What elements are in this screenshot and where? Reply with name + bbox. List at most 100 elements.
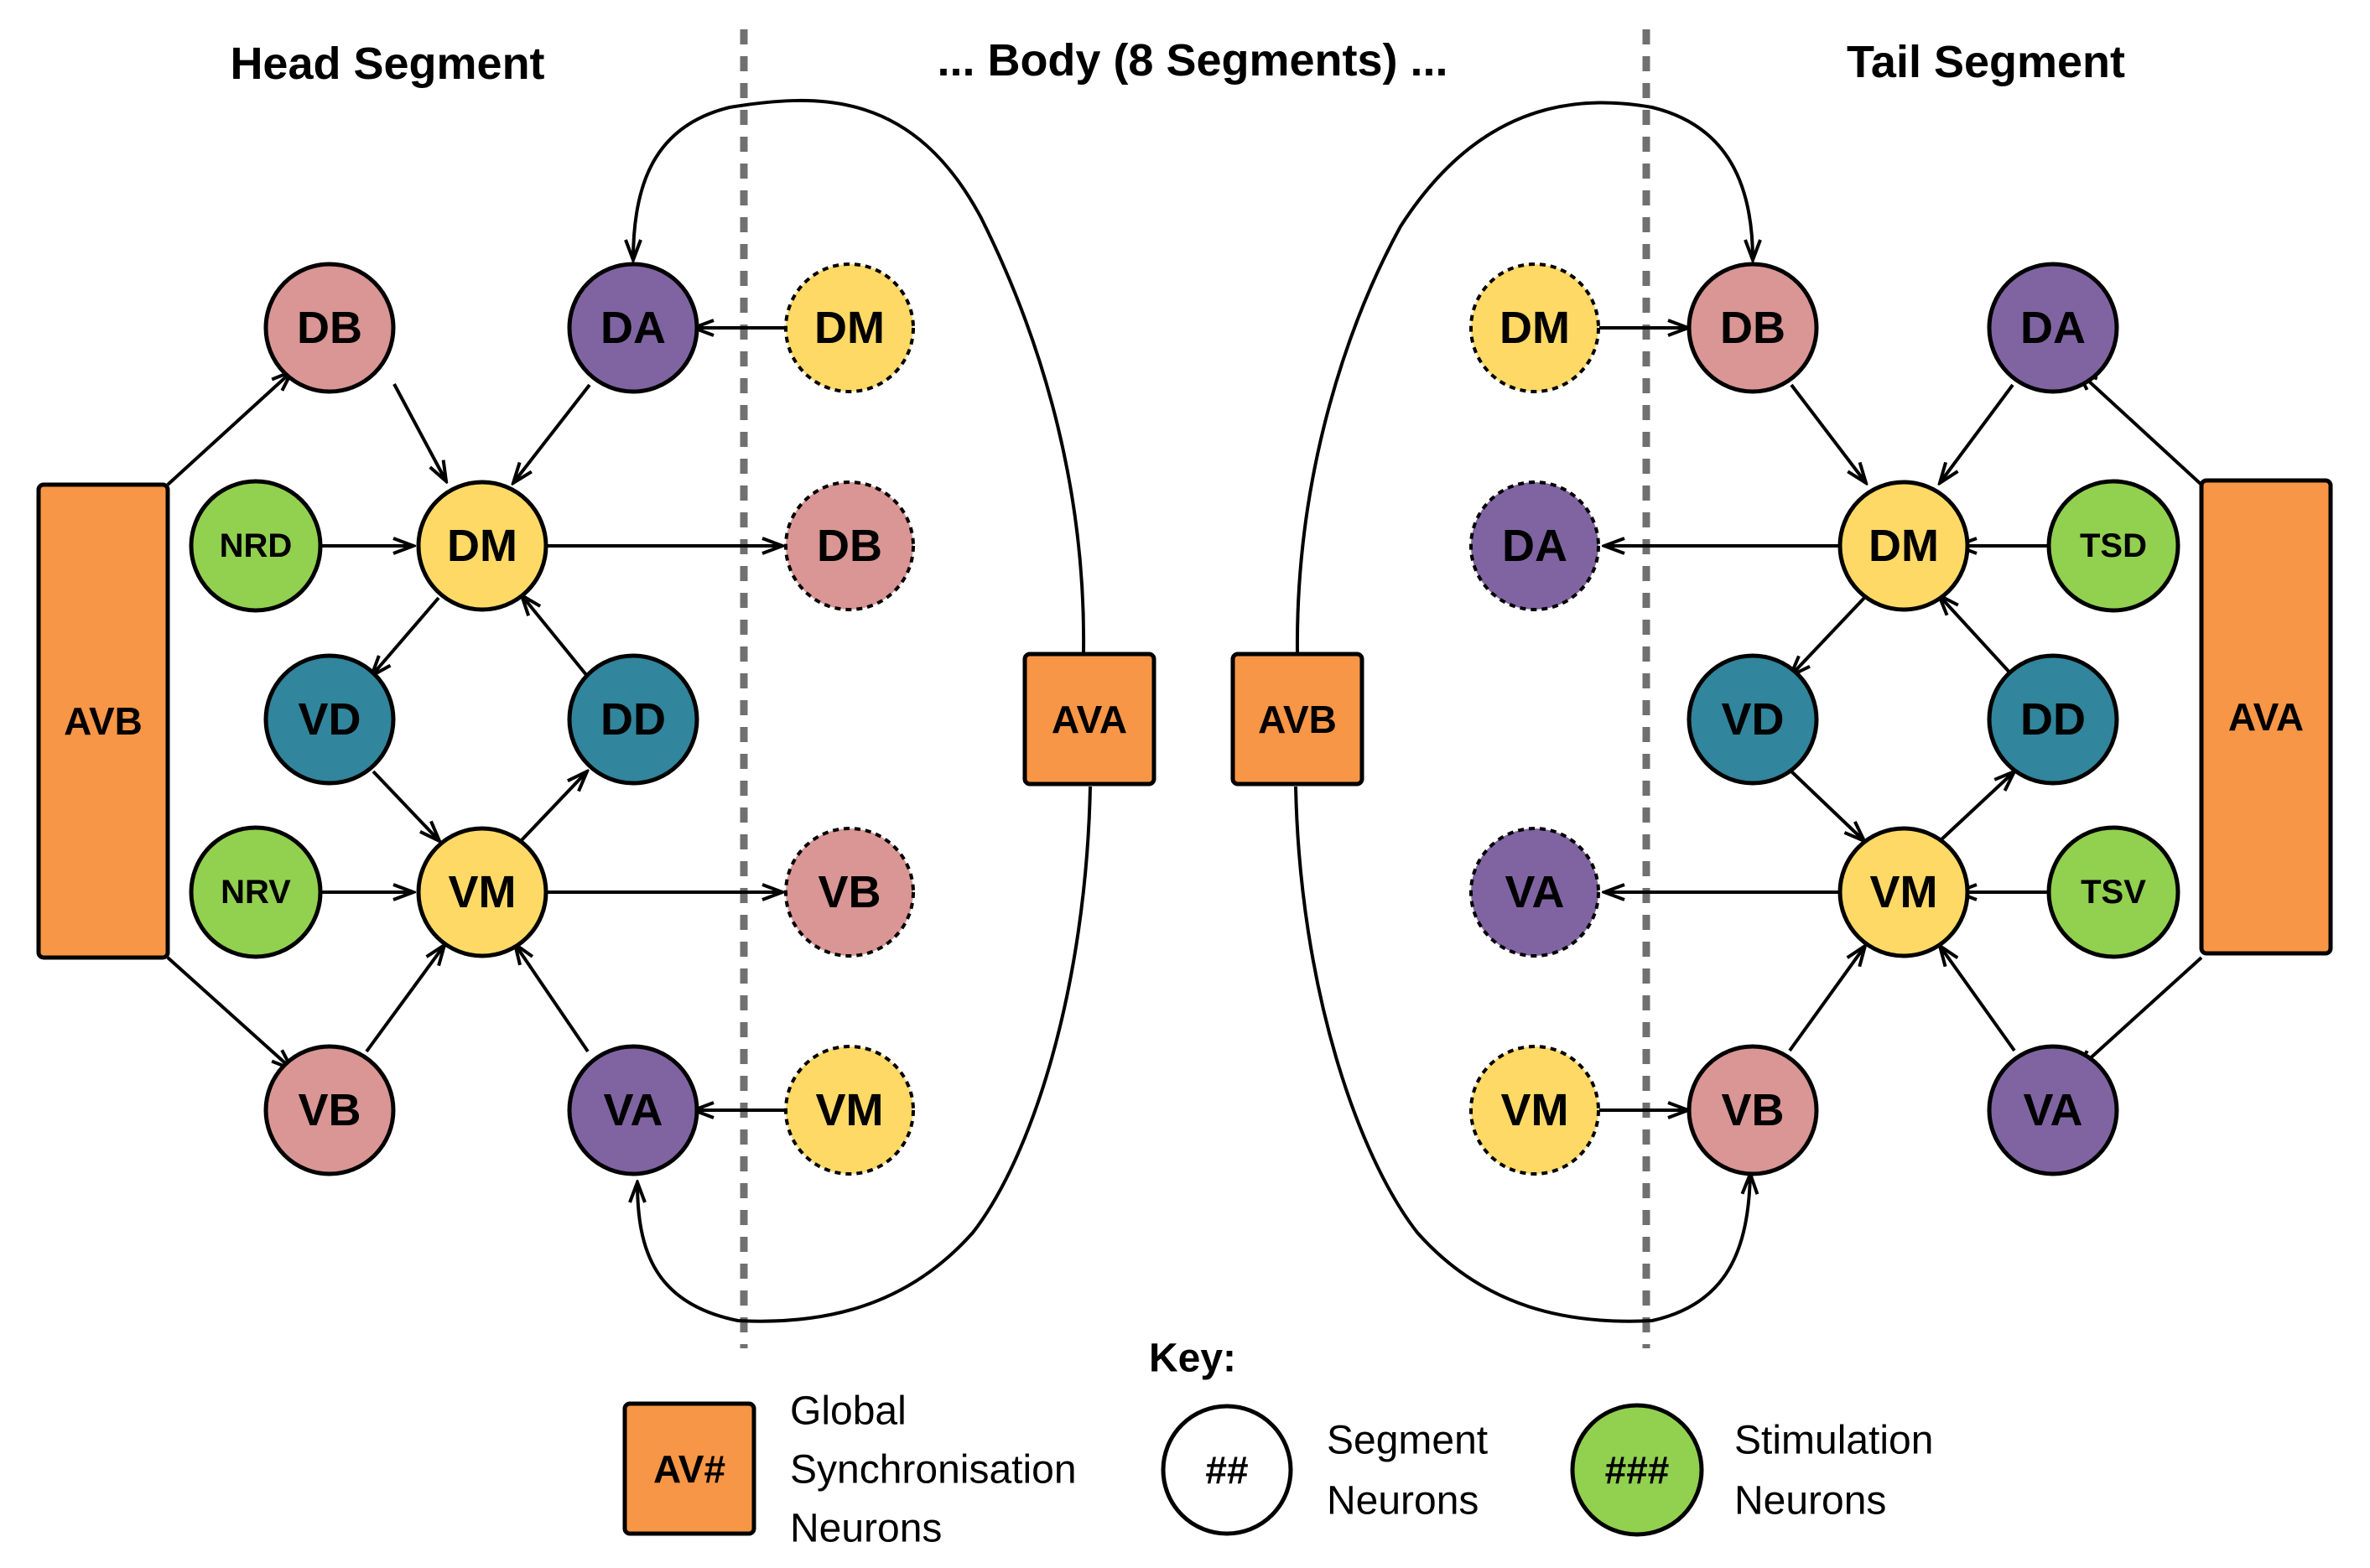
tail-dm-label: DM — [1868, 521, 1939, 571]
head-body-vb-label: VB — [818, 867, 881, 917]
edge-vb-vm — [365, 945, 444, 1053]
head-va-node — [567, 1044, 699, 1176]
key-stim-line1: Stimulation — [1734, 1419, 1933, 1463]
head-body-vm-label: VM — [816, 1085, 884, 1135]
tail-edges — [1294, 101, 2203, 1323]
tail-da-label: DA — [2020, 303, 2086, 353]
edge-vd-vm — [372, 770, 439, 841]
tail-da-node — [1987, 262, 2119, 394]
head-nrv-node — [189, 825, 323, 959]
edge-va-vm — [515, 944, 590, 1053]
edge-vb-vm-t — [1788, 946, 1865, 1052]
body-avb-box — [1230, 652, 1364, 787]
edge-avb-db-t — [1295, 101, 1753, 653]
key-stim-symbol-circle — [1570, 1403, 1704, 1537]
edge-da-dm-t — [1940, 383, 2014, 483]
key-segment-symbol: ## — [1205, 1448, 1248, 1492]
head-dd-node — [567, 653, 699, 786]
edge-da-dm — [513, 383, 591, 483]
edge-avb-db — [166, 371, 292, 486]
head-dm-label: DM — [447, 521, 517, 571]
body-ava-box — [1022, 652, 1156, 787]
key-global-line3: Neurons — [790, 1507, 942, 1551]
edge-avb-vb-t — [1294, 786, 1750, 1323]
edge-dm-vd — [372, 596, 440, 676]
head-body-db-node — [784, 480, 915, 611]
key-global-symbol-box — [622, 1401, 756, 1536]
key-global-line2: Synchronisation — [790, 1448, 1077, 1493]
edge-db-dm — [392, 383, 446, 481]
edge-vd-vm-t — [1790, 770, 1864, 841]
legend: Key: AV# Global Synchronisation Neurons … — [622, 1337, 1933, 1551]
key-title: Key: — [1149, 1337, 1236, 1381]
tail-va-label: VA — [2023, 1085, 2082, 1135]
tail-body-dm-label: DM — [1499, 303, 1570, 353]
head-body-vb-node — [784, 827, 915, 958]
edge-ava-da — [633, 98, 1086, 653]
edge-ava-va — [637, 786, 1092, 1323]
edge-vm-dd — [519, 771, 587, 843]
tail-va-node — [1987, 1044, 2119, 1176]
edge-ava-da-t — [2077, 371, 2203, 486]
tail-dd-node — [1987, 653, 2119, 786]
head-body-db-label: DB — [817, 521, 882, 571]
tail-vb-node — [1687, 1044, 1819, 1176]
head-vd-node — [263, 653, 396, 786]
tail-body-va-label: VA — [1505, 867, 1564, 917]
head-va-label: VA — [603, 1085, 663, 1135]
tail-tsd-node — [2046, 479, 2180, 613]
head-nodes: AVB DB DA NRD DM VD DD NRV VM VB VA DM D… — [36, 262, 1156, 1176]
tail-vm-node — [1837, 826, 1970, 958]
tail-body-vm-label: VM — [1501, 1085, 1569, 1135]
head-nrd-node — [189, 479, 323, 613]
tail-db-label: DB — [1720, 303, 1785, 353]
key-segment-line2: Neurons — [1327, 1479, 1479, 1524]
tail-vm-label: VM — [1870, 867, 1938, 917]
head-body-vm-node — [784, 1045, 915, 1176]
body-avb-label: AVB — [1258, 698, 1337, 741]
head-nrd-label: NRD — [220, 527, 293, 564]
tail-tsd-label: TSD — [2080, 527, 2147, 564]
head-vm-node — [416, 826, 548, 958]
tail-body-da-node — [1469, 480, 1600, 611]
head-da-node — [567, 262, 699, 394]
head-avb-label: AVB — [64, 699, 143, 743]
head-dm-node — [416, 480, 548, 612]
key-segment-symbol-circle — [1161, 1404, 1293, 1536]
head-body-dm-node — [784, 262, 915, 393]
tail-ava-box — [2199, 478, 2333, 956]
tail-body-vm-node — [1469, 1045, 1600, 1176]
tail-tsv-label: TSV — [2081, 874, 2146, 911]
head-da-label: DA — [600, 303, 666, 353]
head-vd-label: VD — [298, 694, 361, 745]
edge-dm-vd-t — [1790, 596, 1866, 676]
tail-segment-title: Tail Segment — [1847, 37, 2125, 87]
tail-vb-label: VB — [1721, 1085, 1784, 1135]
tail-body-va-node — [1469, 827, 1600, 958]
head-db-node — [263, 262, 396, 394]
key-stim-line2: Neurons — [1734, 1479, 1886, 1524]
head-vm-label: VM — [449, 867, 517, 917]
head-dd-label: DD — [600, 694, 666, 745]
head-body-dm-label: DM — [814, 303, 885, 353]
edge-db-dm-t — [1790, 383, 1866, 483]
edge-avb-vb — [166, 956, 292, 1069]
tail-ava-label: AVA — [2228, 695, 2304, 739]
head-segment-title: Head Segment — [230, 39, 544, 89]
edge-ava-va-t — [2077, 956, 2203, 1070]
head-nrv-label: NRV — [221, 874, 291, 911]
tail-dm-node — [1837, 480, 1970, 612]
edge-dd-dm-t — [1939, 595, 2014, 678]
body-segments-title: ... Body (8 Segments) ... — [937, 35, 1447, 86]
head-vb-node — [263, 1044, 396, 1176]
tail-dd-label: DD — [2020, 694, 2086, 745]
key-global-symbol: AV# — [653, 1447, 725, 1491]
tail-body-dm-node — [1469, 262, 1600, 393]
edge-va-vm-t — [1940, 946, 2016, 1052]
tail-tsv-node — [2046, 825, 2180, 959]
head-db-label: DB — [297, 303, 362, 353]
head-edges — [166, 98, 1092, 1323]
head-avb-box — [36, 482, 170, 960]
tail-db-node — [1687, 262, 1819, 394]
